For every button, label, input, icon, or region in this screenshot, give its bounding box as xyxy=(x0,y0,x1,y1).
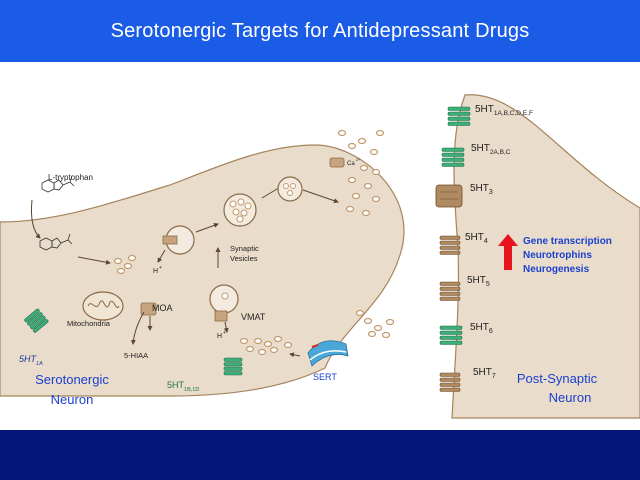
effect-gene-transcription: Gene transcription xyxy=(523,236,612,247)
postsynaptic-receptor-labels: 5HT1A,B,C,D,E,F 5HT2A,B,C 5HT3 5HT4 5HT5… xyxy=(465,104,533,380)
h-plus-sup-1: + xyxy=(159,265,162,271)
synthesis-arrow xyxy=(31,199,41,239)
calcium-label: Ca xyxy=(347,161,355,167)
receptor-label-5ht4-base: 5HT xyxy=(465,232,484,243)
receptor-5ht3 xyxy=(435,184,463,208)
receptor-label-5ht3-base: 5HT xyxy=(470,183,489,194)
effect-neurogenesis: Neurogenesis xyxy=(523,264,590,275)
receptor-5ht1 xyxy=(447,106,471,126)
serotonergic-neuron-label-1: Serotonergic xyxy=(35,372,109,387)
h-plus-label-2: H xyxy=(217,333,222,340)
serotonin-dots xyxy=(113,254,293,356)
vmat-label: VMAT xyxy=(241,312,266,322)
mitochondria-label: Mitochondria xyxy=(67,319,111,328)
to-vesicle-arrow xyxy=(77,256,111,265)
autoreceptor-5ht1a-base: 5HT xyxy=(19,354,38,364)
receptor-label-5ht5-base: 5HT xyxy=(467,275,486,286)
autoreceptor-5ht1a-sub: 1A xyxy=(36,361,43,367)
release-arrow xyxy=(302,189,339,204)
calcium-sup: 2+ xyxy=(356,157,361,162)
receptor-label-5ht1-sub: 1A,B,C,D,E,F xyxy=(494,110,533,117)
cleft-serotonin xyxy=(337,129,395,339)
receptor-label-5ht7: 5HT7 xyxy=(473,367,496,380)
serotonin-diagram: L-tryptophan H + Synaptic Vesicles xyxy=(0,94,640,419)
postsynaptic-neuron-label-2: Neuron xyxy=(549,390,592,405)
upregulation-arrow-icon xyxy=(498,234,518,270)
sert-label: SERT xyxy=(313,372,337,382)
docking-vesicle xyxy=(277,176,303,202)
autoreceptor-5ht1b1d xyxy=(223,357,243,376)
receptor-5ht7 xyxy=(439,372,461,392)
vmat-transporter xyxy=(209,284,239,333)
page-title: Serotonergic Targets for Antidepressant … xyxy=(110,19,530,42)
mitochondria xyxy=(82,291,124,321)
receptor-label-5ht4-sub: 4 xyxy=(484,238,488,245)
h-plus-sup-2: + xyxy=(223,330,226,336)
receptor-label-5ht3: 5HT3 xyxy=(470,183,493,196)
sert-transporter xyxy=(289,340,349,367)
receptor-label-5ht4: 5HT4 xyxy=(465,232,488,245)
effect-neurotrophins: Neurotrophins xyxy=(523,250,592,261)
footer-bar xyxy=(0,430,640,480)
autoreceptor-5ht1a-label: 5HT1A xyxy=(19,354,43,367)
receptor-label-5ht7-sub: 7 xyxy=(492,373,496,380)
serotonergic-neuron-label-2: Neuron xyxy=(51,392,94,407)
receptor-label-5ht5-sub: 5 xyxy=(486,281,490,288)
moa-label: MOA xyxy=(152,303,173,313)
autoreceptor-5ht1b1d-label: 5HT1B,1D xyxy=(167,380,199,393)
vesicle-loading xyxy=(157,225,195,263)
receptor-label-5ht5: 5HT5 xyxy=(467,275,490,288)
title-bar: Serotonergic Targets for Antidepressant … xyxy=(0,0,640,62)
autoreceptor-5ht1b1d-sub: 1B,1D xyxy=(184,387,199,393)
receptor-5ht4 xyxy=(439,235,461,255)
receptor-label-5ht2: 5HT2A,B,C xyxy=(471,143,511,156)
receptor-label-5ht6-sub: 6 xyxy=(489,328,493,335)
autoreceptor-5ht1a xyxy=(24,308,49,333)
receptor-label-5ht1: 5HT1A,B,C,D,E,F xyxy=(475,104,533,117)
moa-enzyme xyxy=(130,302,157,345)
synaptic-vesicles-label-2: Vesicles xyxy=(230,254,258,263)
synaptic-vesicles-label-1: Synaptic xyxy=(230,244,259,253)
postsynaptic-receptors xyxy=(435,106,471,392)
hiaa-label: 5-HIAA xyxy=(124,351,148,360)
receptor-5ht2 xyxy=(441,147,465,167)
vesicle-arrow-1 xyxy=(195,223,219,233)
receptor-5ht5 xyxy=(439,281,461,301)
l-tryptophan-molecule xyxy=(41,175,75,193)
receptor-label-5ht6: 5HT6 xyxy=(470,322,493,335)
receptor-5ht6 xyxy=(439,325,463,345)
autoreceptor-5ht1b1d-base: 5HT xyxy=(167,380,185,390)
receptor-label-5ht1-base: 5HT xyxy=(475,104,494,115)
presynaptic-neuron xyxy=(0,144,405,397)
synaptic-vesicle xyxy=(223,193,257,227)
effects-list: Gene transcription Neurotrophins Neuroge… xyxy=(523,236,612,275)
calcium-channel xyxy=(329,157,345,168)
receptor-label-5ht7-base: 5HT xyxy=(473,367,492,378)
receptor-label-5ht3-sub: 3 xyxy=(489,189,493,196)
l-tryptophan-label: L-tryptophan xyxy=(48,173,93,182)
receptor-label-5ht2-base: 5HT xyxy=(471,143,490,154)
postsynaptic-neuron xyxy=(451,94,640,419)
5-htp-molecule xyxy=(39,233,73,251)
receptor-label-5ht2-sub: 2A,B,C xyxy=(490,149,511,156)
receptor-label-5ht6-base: 5HT xyxy=(470,322,489,333)
h-plus-label-1: H xyxy=(153,268,158,275)
postsynaptic-neuron-label-1: Post-Synaptic xyxy=(517,371,598,386)
